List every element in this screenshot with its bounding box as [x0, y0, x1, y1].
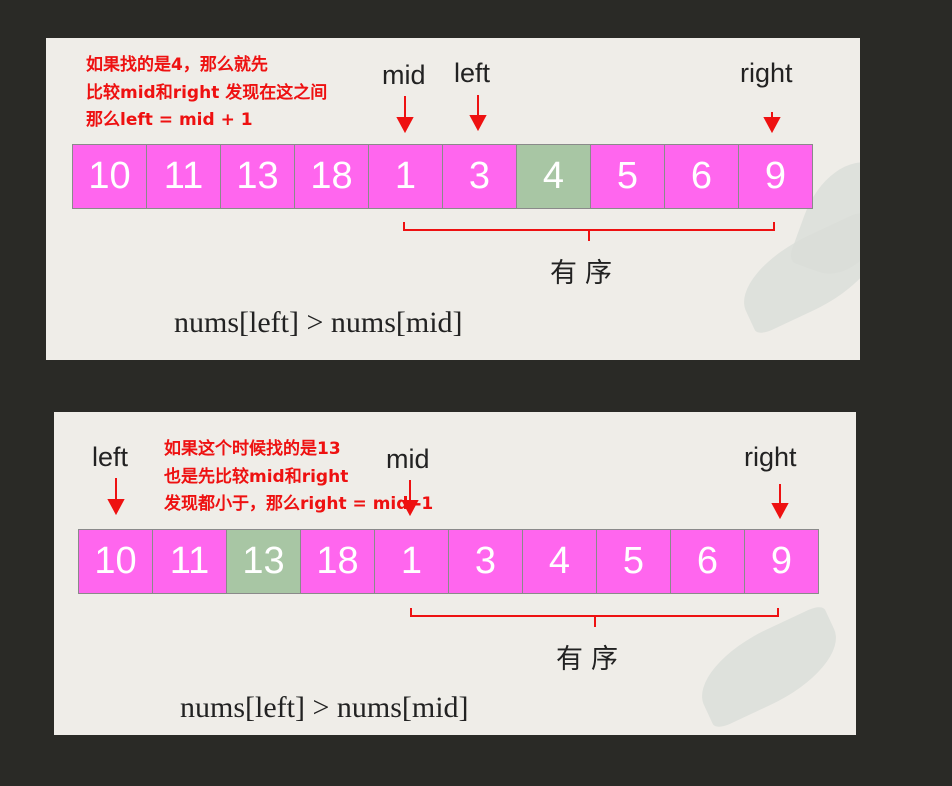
- condition-formula: nums[left] > nums[mid]: [174, 306, 463, 339]
- right-pointer-label: right: [740, 58, 793, 88]
- right-arrowhead: [763, 117, 781, 134]
- array-cell: 18: [295, 145, 369, 208]
- array-cell: 11: [147, 145, 221, 208]
- note-line: 那么left = mid + 1: [86, 110, 253, 130]
- mid-pointer-label: mid: [382, 60, 426, 90]
- pointer-arrows: [107, 478, 789, 627]
- right-arrowhead: [771, 503, 789, 520]
- left-arrowhead: [469, 115, 487, 132]
- array-cell: 6: [671, 530, 745, 593]
- array-cell: 5: [597, 530, 671, 593]
- array-cell: 9: [739, 145, 813, 208]
- mid-arrowhead: [401, 500, 419, 517]
- array-cell: 4: [523, 530, 597, 593]
- array-cell: 13: [221, 145, 295, 208]
- note-line: 如果找的是4，那么就先: [86, 55, 268, 75]
- sorted-label: 有序: [556, 644, 626, 675]
- left-arrowhead: [107, 499, 125, 516]
- pointer-arrows: [396, 95, 781, 241]
- note-line: 也是先比较mid和right: [164, 466, 349, 487]
- diagram-panel-1: 如果找的是4，那么就先 比较mid和right 发现在这之间 那么left = …: [46, 38, 860, 360]
- array-cell: 5: [591, 145, 665, 208]
- condition-formula: nums[left] > nums[mid]: [180, 691, 469, 724]
- explanation-note: 如果找的是4，那么就先 比较mid和right 发现在这之间 那么left = …: [86, 52, 327, 135]
- mid-pointer-label: mid: [386, 444, 430, 474]
- array-cell: 10: [79, 530, 153, 593]
- array-cell: 1: [375, 530, 449, 593]
- array-cell: 3: [449, 530, 523, 593]
- array-cell-target: 4: [517, 145, 591, 208]
- left-pointer-label: left: [454, 58, 491, 88]
- array-cell: 11: [153, 530, 227, 593]
- left-pointer-label: left: [92, 442, 129, 472]
- diagram-panel-2: 如果这个时候找的是13 也是先比较mid和right 发现都小于，那么right…: [54, 412, 856, 735]
- array-cell: 6: [665, 145, 739, 208]
- array-cell: 10: [73, 145, 147, 208]
- sorted-bracket: [403, 222, 775, 241]
- array-cell: 9: [745, 530, 819, 593]
- note-line: 比较mid和right 发现在这之间: [86, 82, 328, 103]
- array-cell: 18: [301, 530, 375, 593]
- sorted-bracket: [410, 608, 779, 627]
- right-pointer-label: right: [744, 442, 797, 472]
- mid-arrowhead: [396, 117, 414, 134]
- array-cell-target: 13: [227, 530, 301, 593]
- array-cell: 3: [443, 145, 517, 208]
- array-cell: 1: [369, 145, 443, 208]
- explanation-note: 如果这个时候找的是13 也是先比较mid和right 发现都小于，那么right…: [164, 436, 433, 519]
- sorted-label: 有序: [550, 258, 620, 289]
- note-line: 如果这个时候找的是13: [164, 439, 341, 459]
- note-line: 发现都小于，那么right = mid -1: [164, 494, 434, 514]
